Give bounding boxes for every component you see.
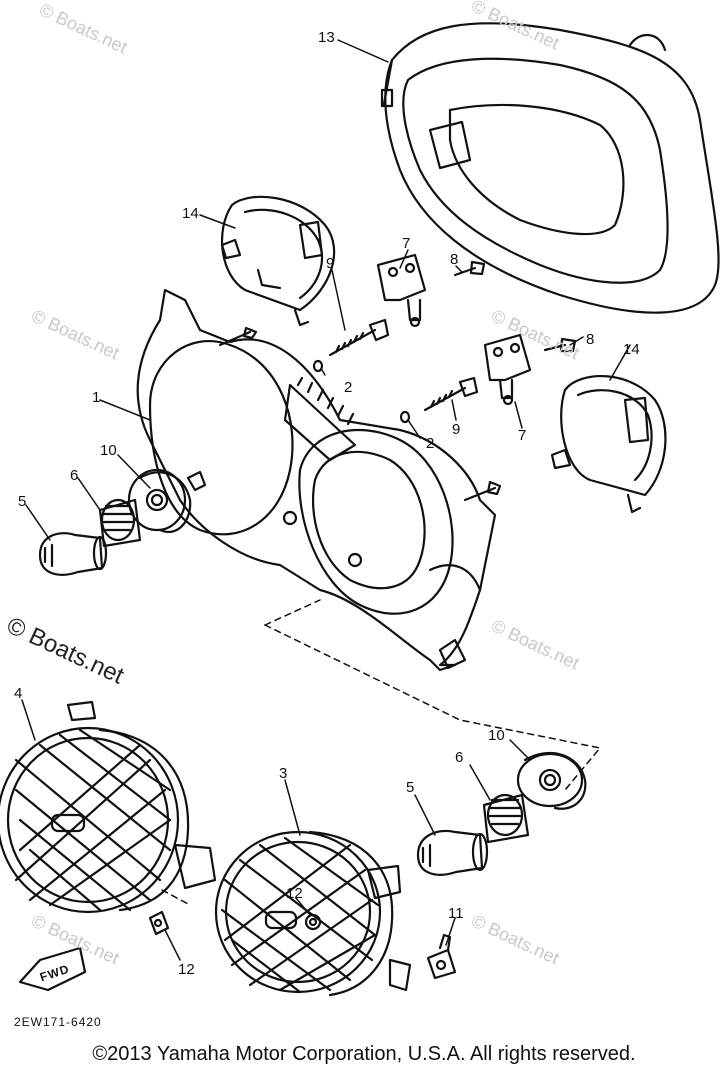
callout-7-right: 7 xyxy=(518,427,526,444)
watermark: © Boats.net xyxy=(468,910,562,968)
part-12-screw-right xyxy=(304,913,322,931)
part-7-adjuster-top xyxy=(376,253,427,328)
part-14-mounting-ring-right xyxy=(550,374,667,514)
part-9-adjusting-screw-right xyxy=(423,376,479,412)
part-2-washer-top xyxy=(312,359,324,373)
callout-13: 13 xyxy=(318,29,335,46)
part-5-headlight-bulb-upper xyxy=(38,532,108,576)
callout-14-upper: 14 xyxy=(182,205,199,222)
watermark: © Boats.net xyxy=(488,615,582,673)
assembly-guide-lines xyxy=(161,599,601,906)
part-9-adjusting-screw-top xyxy=(328,318,390,357)
watermark: © Boats.net xyxy=(36,0,130,57)
part-3-headlight-unit-right xyxy=(214,830,412,997)
part-10-socket-cover-lower xyxy=(516,751,587,810)
part-8-bolt-right xyxy=(543,337,577,353)
part-2-washer-right xyxy=(399,410,411,424)
watermark: © Boats.net xyxy=(488,305,582,363)
callout-12-left: 12 xyxy=(178,961,195,978)
callout-10-upper: 10 xyxy=(100,442,117,459)
callout-5-upper: 5 xyxy=(18,493,26,510)
part-1-headlight-housing xyxy=(136,288,497,672)
callout-2-right: 2 xyxy=(426,435,434,452)
callout-9-upper: 9 xyxy=(326,255,334,272)
diagram-part-code: 2EW171-6420 xyxy=(14,1015,102,1029)
callout-5-lower: 5 xyxy=(406,779,414,796)
part-4-headlight-unit-left xyxy=(0,700,217,914)
callout-12-right: 12 xyxy=(286,885,303,902)
callout-1: 1 xyxy=(92,389,100,406)
callout-3: 3 xyxy=(279,765,287,782)
exploded-parts-diagram: FWD 13 14 7 8 9 8 14 1 2 7 9 2 10 6 5 4 … xyxy=(0,0,720,1029)
callout-7-upper: 7 xyxy=(402,235,410,252)
fwd-direction-arrow xyxy=(18,946,87,992)
part-13-headlight-cover xyxy=(380,22,720,314)
watermark: © Boats.net xyxy=(28,305,122,363)
part-6-bulb-socket-upper xyxy=(98,498,142,548)
callout-6-upper: 6 xyxy=(70,467,78,484)
callout-2-upper: 2 xyxy=(344,379,352,396)
callout-10-lower: 10 xyxy=(488,727,505,744)
part-8-bolt-top xyxy=(453,260,486,277)
copyright-notice: ©2013 Yamaha Motor Corporation, U.S.A. A… xyxy=(92,1043,636,1065)
housing-screw-right xyxy=(463,480,502,502)
part-14-mounting-ring-left xyxy=(220,195,336,327)
part-7-adjuster-right xyxy=(483,333,532,406)
callout-8-right: 8 xyxy=(586,331,594,348)
callout-numbers: 13 14 7 8 9 8 14 1 2 7 9 2 10 6 5 4 10 6… xyxy=(14,29,640,978)
part-10-socket-cover-upper xyxy=(127,468,207,533)
housing-screw-top xyxy=(218,326,258,347)
callout-6-lower: 6 xyxy=(455,749,463,766)
callout-9-right: 9 xyxy=(452,421,460,438)
callout-11: 11 xyxy=(448,905,464,922)
leader-lines xyxy=(21,39,631,961)
part-12-nut-left xyxy=(148,910,170,936)
part-5-headlight-bulb-lower xyxy=(416,829,489,876)
callout-4: 4 xyxy=(14,685,22,702)
callout-8-upper: 8 xyxy=(450,251,458,268)
part-6-bulb-socket-lower xyxy=(482,793,530,844)
callout-14-right: 14 xyxy=(623,341,640,358)
watermark: © Boats.net xyxy=(468,0,562,53)
part-11-position-bulb xyxy=(426,933,457,980)
